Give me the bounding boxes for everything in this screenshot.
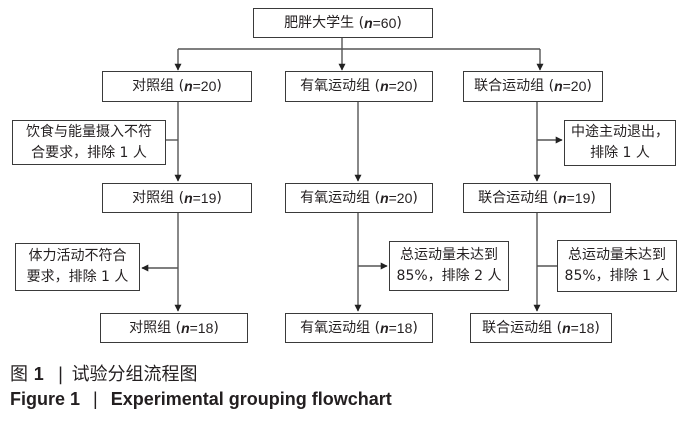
figure-caption-english: Figure 1 | Experimental grouping flowcha… (10, 389, 392, 410)
note-line-2: 要求，排除 1 人 (26, 269, 129, 285)
total-participants-box: 肥胖大学生 (n=60) (253, 8, 433, 38)
n-value: =18 (189, 319, 214, 336)
control-group-final-box: 对照组 (n=18) (100, 313, 248, 343)
combined-group-mid-box: 联合运动组 (n=19) (463, 183, 611, 213)
box-label: 联合运动组 (482, 319, 553, 336)
note-line-1: 体力活动不符合 (28, 248, 127, 264)
box-label: 有氧运动组 (300, 78, 371, 94)
box-label: 有氧运动组 (300, 189, 371, 206)
note-line-2: 合要求，排除 1 人 (31, 144, 147, 161)
note-line-2: 排除 1 人 (590, 145, 650, 161)
caption-en-title: Experimental grouping flowchart (110, 389, 392, 409)
combined-exclusion-dropout-box: 中途主动退出， 排除 1 人 (564, 120, 676, 166)
n-value: =60 (372, 14, 397, 31)
box-label: 联合运动组 (474, 78, 545, 94)
box-label: 对照组 (129, 319, 172, 336)
box-label: 联合运动组 (478, 189, 549, 206)
n-symbol: n (380, 78, 389, 94)
n-symbol: n (554, 78, 563, 94)
aerobic-group-mid-box: 有氧运动组 (n=20) (285, 183, 433, 213)
aerobic-exclusion-volume-box: 总运动量未达到 85%，排除 2 人 (389, 241, 509, 291)
caption-cn-separator: | (57, 364, 64, 385)
n-value: =20 (388, 78, 413, 94)
note-line-1: 中途主动退出， (571, 124, 669, 140)
note-line-2: 85%，排除 1 人 (564, 268, 670, 284)
n-symbol: n (184, 189, 193, 206)
n-symbol: n (562, 319, 571, 336)
control-exclusion-activity-box: 体力活动不符合 要求，排除 1 人 (15, 243, 140, 291)
figure-caption-chinese: 图 1 | 试验分组流程图 (10, 360, 198, 386)
n-value: =18 (388, 319, 413, 336)
n-symbol: n (380, 319, 389, 336)
caption-en-prefix: Figure 1 (10, 389, 81, 409)
note-line-1: 饮食与能量摄入不符 (26, 123, 152, 140)
caption-cn-title: 试验分组流程图 (71, 364, 198, 385)
n-value: =20 (388, 189, 413, 206)
note-line-1: 总运动量未达到 (400, 247, 498, 263)
control-exclusion-diet-box: 饮食与能量摄入不符 合要求，排除 1 人 (12, 120, 166, 165)
aerobic-group-final-box: 有氧运动组 (n=18) (285, 313, 433, 343)
control-group-mid-box: 对照组 (n=19) (102, 183, 252, 213)
aerobic-group-initial-box: 有氧运动组 (n=20) (285, 71, 433, 102)
n-value: =20 (192, 78, 217, 94)
n-value: =19 (566, 189, 591, 206)
caption-cn-prefix: 图 (10, 364, 28, 385)
box-label: 有氧运动组 (300, 319, 371, 336)
box-label: 对照组 (132, 189, 175, 206)
n-symbol: n (380, 189, 389, 206)
control-group-initial-box: 对照组 (n=20) (102, 71, 252, 102)
n-symbol: n (181, 319, 190, 336)
n-symbol: n (558, 189, 567, 206)
note-line-1: 总运动量未达到 (568, 247, 666, 263)
note-line-2: 85%，排除 2 人 (396, 268, 502, 284)
n-value: =20 (562, 78, 587, 94)
n-symbol: n (364, 14, 373, 31)
caption-cn-number: 1 (33, 364, 44, 384)
box-label: 肥胖大学生 (284, 14, 355, 31)
n-value: =18 (570, 319, 595, 336)
n-value: =19 (192, 189, 217, 206)
combined-group-initial-box: 联合运动组 (n=20) (463, 71, 603, 102)
caption-en-separator: | (93, 389, 98, 409)
combined-group-final-box: 联合运动组 (n=18) (470, 313, 612, 343)
box-label: 对照组 (132, 78, 175, 94)
n-symbol: n (184, 78, 193, 94)
combined-exclusion-volume-box: 总运动量未达到 85%，排除 1 人 (557, 240, 677, 292)
